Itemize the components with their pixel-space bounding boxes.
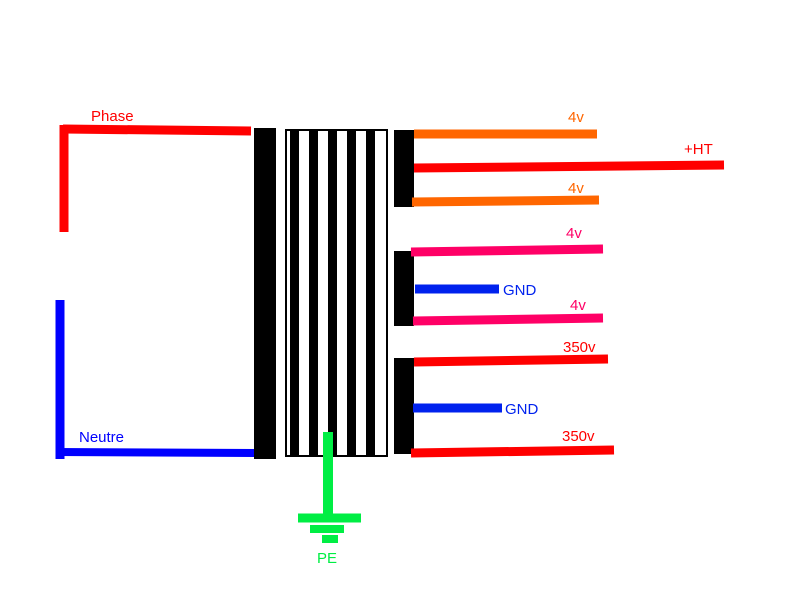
hv-bottom-label: 350v — [562, 428, 595, 445]
transformer-core — [285, 129, 388, 457]
earth-connection — [298, 432, 361, 543]
heater-top-label: 4v — [568, 109, 584, 126]
gnd-top-label: GND — [503, 282, 537, 299]
secondary-winding-3 — [394, 358, 414, 454]
heater-mid-label: 4v — [568, 180, 584, 197]
heater-wire-mid — [411, 195, 600, 207]
phase-wire — [59, 124, 252, 232]
neutral-wire — [55, 300, 256, 459]
hv-top-label: 350v — [563, 339, 596, 356]
gnd-bottom-label: GND — [505, 401, 539, 418]
earth-label: PE — [317, 550, 337, 567]
ht-label: +HT — [684, 141, 713, 158]
lv-top-label: 4v — [566, 225, 582, 242]
primary-winding — [254, 128, 276, 459]
hv-wire-bottom — [410, 445, 615, 458]
ht-wire — [413, 160, 725, 173]
phase-label: Phase — [91, 108, 134, 125]
lv-wire-top — [410, 244, 604, 257]
secondary-winding-2 — [394, 251, 414, 326]
secondary-winding-1 — [394, 130, 414, 207]
hv-wire-top — [413, 354, 609, 367]
neutral-label: Neutre — [79, 429, 124, 446]
lv-wire-bottom — [412, 313, 604, 326]
lv-bottom-label: 4v — [570, 297, 586, 314]
